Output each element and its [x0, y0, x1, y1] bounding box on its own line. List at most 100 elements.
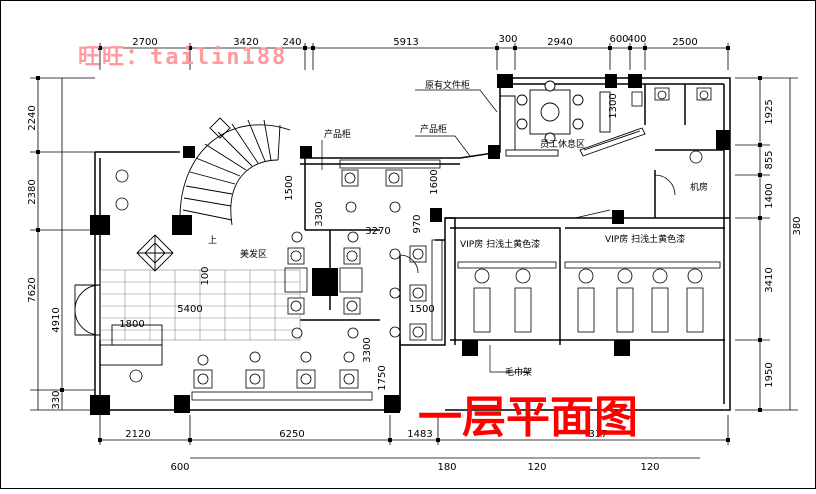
dim-interior-1500: 1500 [284, 175, 295, 200]
label-file-cabinet: 原有文件柜 [425, 79, 470, 91]
dim-top-3: 240 [282, 37, 301, 48]
column [716, 130, 730, 150]
dim-interior-970: 970 [412, 214, 423, 233]
top-dimension-labels: 2700 3420 240 5913 300 2940 600 400 2500 [132, 34, 697, 48]
salon-chair [409, 323, 427, 341]
column [90, 215, 110, 235]
dim-interior-3270: 3270 [365, 226, 390, 237]
dim-right-4: 380 [792, 216, 803, 235]
label-vip-room-2: VIP房 扫浅土黄色漆 [605, 233, 685, 245]
dim-bottom-3: 1483 [407, 429, 432, 440]
salon-chair [245, 369, 265, 389]
dim-interior-1750: 1750 [377, 365, 388, 390]
dim-left-1: 2240 [27, 105, 38, 130]
spiral-staircase [179, 117, 291, 226]
dim-top-2: 3420 [233, 37, 258, 48]
dim-left-2: 2380 [27, 179, 38, 204]
label-towel-rack: 毛巾架 [505, 366, 532, 378]
dim-interior-1300: 1300 [608, 93, 619, 118]
dim-interior-1500b: 1500 [409, 304, 434, 315]
dim-right-6: 1950 [764, 362, 775, 387]
column [172, 215, 192, 235]
dim-bottom-1: 2120 [125, 429, 150, 440]
salon-chair [296, 369, 316, 389]
doors [399, 174, 676, 274]
stools [115, 169, 401, 383]
vip-counters [457, 261, 721, 269]
dim-left-3: 7620 [27, 277, 38, 302]
salon-chair [385, 169, 403, 187]
label-machine-room: 机房 [690, 181, 708, 193]
dim-top-1: 2700 [132, 37, 157, 48]
interior-dimensions: 1500 3300 1600 3270 970 100 5400 1800 15… [119, 93, 619, 390]
salon-chair [343, 247, 361, 265]
label-salon-area: 美发区 [240, 248, 267, 260]
dim-bottom2-4: 120 [640, 462, 659, 473]
salon-chair [341, 169, 359, 187]
dim-right-1: 1925 [764, 99, 775, 124]
watermark: 旺旺：tailin188 [78, 45, 287, 70]
left-dimension-labels: 2240 2380 7620 4910 330 [27, 105, 62, 409]
diagonal-cabinets [500, 95, 646, 157]
dim-interior-1800: 1800 [119, 319, 144, 330]
salon-chair [193, 369, 213, 389]
columns [90, 74, 730, 415]
label-product-cabinet-left: 产品柜 [324, 128, 351, 140]
plan-title: 一层平面图 [418, 392, 638, 443]
dim-interior-3300: 3300 [314, 201, 325, 226]
dim-top-5: 300 [498, 34, 517, 45]
label-staff-rest: 员工休息区 [540, 138, 585, 150]
floor-feature [136, 234, 174, 272]
vip-beds [473, 268, 704, 333]
dimension-lines [30, 43, 798, 459]
salon-chair [287, 297, 305, 315]
column [183, 146, 195, 158]
dim-bottom-4: 337 [588, 429, 607, 440]
dim-top-4: 5913 [393, 37, 418, 48]
salon-chair [339, 369, 359, 389]
dim-top-6: 2940 [547, 37, 572, 48]
vip-bed [514, 268, 532, 333]
dim-interior-100: 100 [200, 266, 211, 285]
salon-chair [409, 245, 427, 263]
salon-chair [409, 284, 427, 302]
column [628, 74, 642, 88]
right-dimension-labels: 1925 855 1400 380 3410 1950 [764, 99, 803, 387]
column [312, 268, 338, 296]
column [384, 395, 400, 413]
column [462, 340, 478, 356]
dim-left-5: 330 [51, 390, 62, 409]
label-product-cabinet-right: 产品柜 [420, 123, 447, 135]
dim-bottom2-3: 120 [527, 462, 546, 473]
column [605, 74, 617, 88]
toilets [631, 87, 712, 164]
dimension-ticks [36, 46, 762, 442]
column [497, 74, 513, 88]
entrance-doors [74, 284, 101, 336]
dim-bottom-2: 6250 [279, 429, 304, 440]
staff-rest-table [516, 80, 611, 144]
vip-bed [686, 268, 704, 333]
dim-top-8: 400 [627, 34, 646, 45]
dim-right-3: 1400 [764, 183, 775, 208]
column [614, 340, 630, 356]
dim-interior-1600: 1600 [429, 169, 440, 194]
salon-chair [287, 247, 305, 265]
column [488, 145, 500, 159]
column [430, 208, 442, 222]
leader-lines [321, 89, 530, 373]
label-vip-room-1: VIP房 扫浅土黄色漆 [460, 238, 540, 250]
vip-bed [577, 268, 595, 333]
column [612, 210, 624, 224]
dim-left-4: 4910 [51, 307, 62, 332]
dim-top-9: 2500 [672, 37, 697, 48]
label-stair-up: 上 [208, 235, 217, 246]
salon-chair [343, 297, 361, 315]
entrance-steps [99, 269, 301, 341]
dim-bottom2-1: 600 [170, 462, 189, 473]
dim-top-7: 600 [609, 34, 628, 45]
bottom-dimension-labels: 2120 6250 1483 337 600 180 120 120 [125, 429, 659, 473]
